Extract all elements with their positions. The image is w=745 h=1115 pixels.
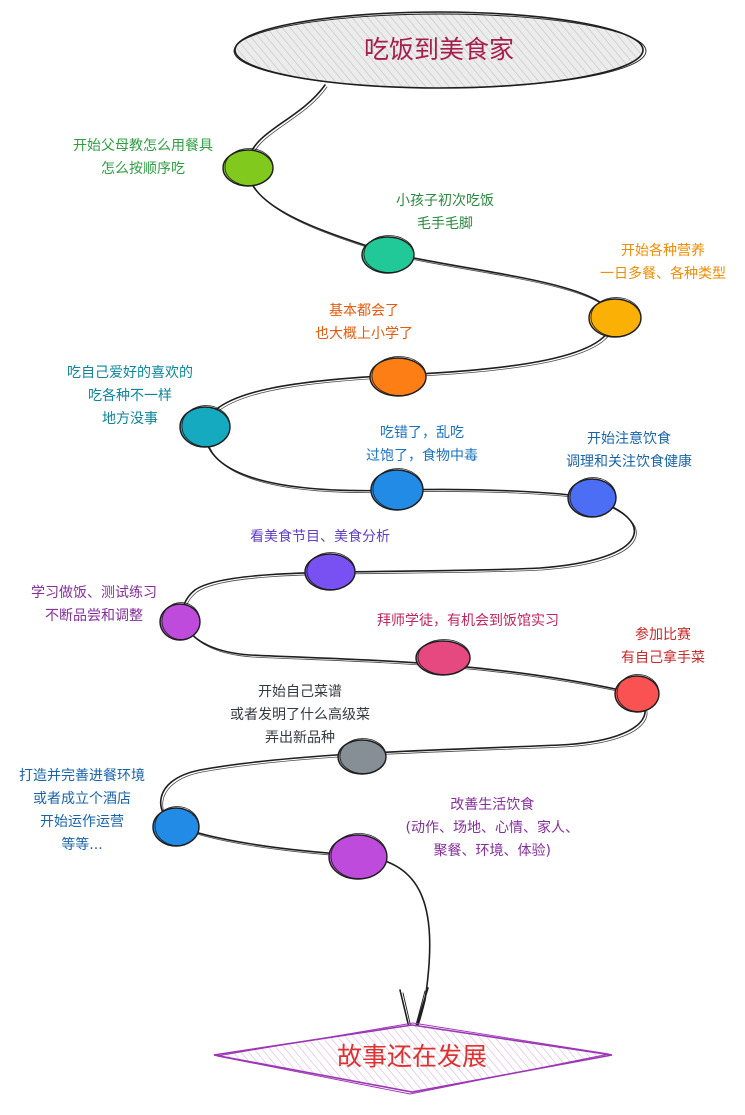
step-label-line: 开始父母教怎么用餐具	[73, 138, 213, 154]
step-label-line: 参加比赛	[635, 627, 691, 643]
step-label-6: 吃错了，乱吃过饱了，食物中毒	[366, 422, 478, 468]
step-label-8: 看美食节目、美食分析	[250, 526, 390, 549]
ending-label: 故事还在发展	[336, 1042, 487, 1071]
step-label-14: 改善生活饮食 (动作、场地、心情、家人、聚餐、环境、体验)	[406, 794, 579, 863]
step-label-line: 开始注意饮食	[587, 431, 671, 447]
step-dot-12	[337, 738, 387, 775]
step-label-line: 开始自己菜谱	[258, 684, 342, 700]
step-label-line: 等等...	[61, 837, 103, 853]
step-label-line: 一日多餐、各种类型	[600, 266, 726, 282]
step-label-line: 打造并完善进餐环境	[19, 768, 145, 784]
step-label-13: 打造并完善进餐环境或者成立个酒店开始运作运营等等...	[19, 765, 145, 857]
step-dot-3	[588, 297, 642, 338]
step-dot-8	[304, 552, 356, 591]
start-node	[233, 11, 647, 89]
step-dot-7	[567, 477, 617, 518]
step-dot-2	[361, 235, 415, 274]
diagram-title: 吃饭到美食家	[363, 35, 514, 64]
step-label-line: 调理和关注饮食健康	[566, 454, 692, 470]
step-label-7: 开始注意饮食调理和关注饮食健康	[566, 428, 692, 474]
step-label-line: 过饱了，食物中毒	[366, 448, 478, 464]
step-label-2: 小孩子初次吃饭毛手毛脚	[396, 190, 494, 236]
step-label-line: 弄出新品种	[265, 730, 335, 746]
step-label-line: 基本都会了	[329, 303, 399, 319]
step-label-line: 开始各种营养	[621, 243, 705, 259]
step-dot-4	[369, 356, 427, 397]
step-label-5: 吃自己爱好的喜欢的吃各种不一样地方没事	[67, 362, 193, 431]
end-node	[213, 1022, 613, 1095]
step-label-line: 不断品尝和调整	[45, 608, 143, 624]
step-label-line: 吃自己爱好的喜欢的	[67, 365, 193, 381]
step-label-11: 参加比赛有自己拿手菜	[621, 624, 705, 670]
step-label-line: 聚餐、环境、体验)	[433, 843, 551, 859]
step-label-line: 有自己拿手菜	[621, 650, 705, 666]
step-dot-9	[159, 602, 201, 641]
step-label-1: 开始父母教怎么用餐具怎么按顺序吃	[73, 135, 213, 181]
step-label-line: (动作、场地、心情、家人、	[405, 820, 579, 836]
step-label-line: 吃各种不一样	[88, 388, 172, 404]
step-dots	[152, 148, 660, 880]
step-label-4: 基本都会了也大概上小学了	[315, 300, 413, 346]
step-label-line: 怎么按顺序吃	[101, 161, 185, 177]
step-dot-13	[152, 806, 200, 847]
step-dot-6	[370, 468, 424, 511]
step-label-line: 开始运作运营	[40, 814, 124, 830]
step-label-line: 或者发明了什么高级菜	[230, 707, 370, 723]
step-dot-10	[415, 639, 471, 676]
step-label-line: 学习做饭、测试练习	[31, 585, 157, 601]
step-label-line: 拜师学徒，有机会到饭馆实习	[377, 613, 559, 629]
step-label-line: 改善生活饮食	[450, 797, 535, 813]
step-label-line: 毛手毛脚	[417, 216, 473, 232]
step-label-line: 也大概上小学了	[315, 326, 413, 342]
connector-line-sketch	[162, 86, 648, 858]
step-label-line: 或者成立个酒店	[33, 791, 131, 807]
step-label-line: 小孩子初次吃饭	[396, 193, 494, 209]
step-dot-14	[328, 833, 388, 880]
step-label-line: 地方没事	[102, 411, 158, 427]
step-dot-1	[222, 148, 274, 187]
step-label-12: 开始自己菜谱或者发明了什么高级菜弄出新品种	[230, 681, 370, 750]
step-dot-5	[179, 405, 231, 448]
step-dot-11	[614, 674, 660, 713]
step-label-line: 吃错了，乱吃	[380, 425, 464, 441]
step-label-line: 看美食节目、美食分析	[250, 529, 390, 545]
step-label-3: 开始各种营养一日多餐、各种类型	[600, 240, 726, 286]
step-label-10: 拜师学徒，有机会到饭馆实习	[377, 610, 559, 633]
step-label-9: 学习做饭、测试练习不断品尝和调整	[31, 582, 157, 628]
